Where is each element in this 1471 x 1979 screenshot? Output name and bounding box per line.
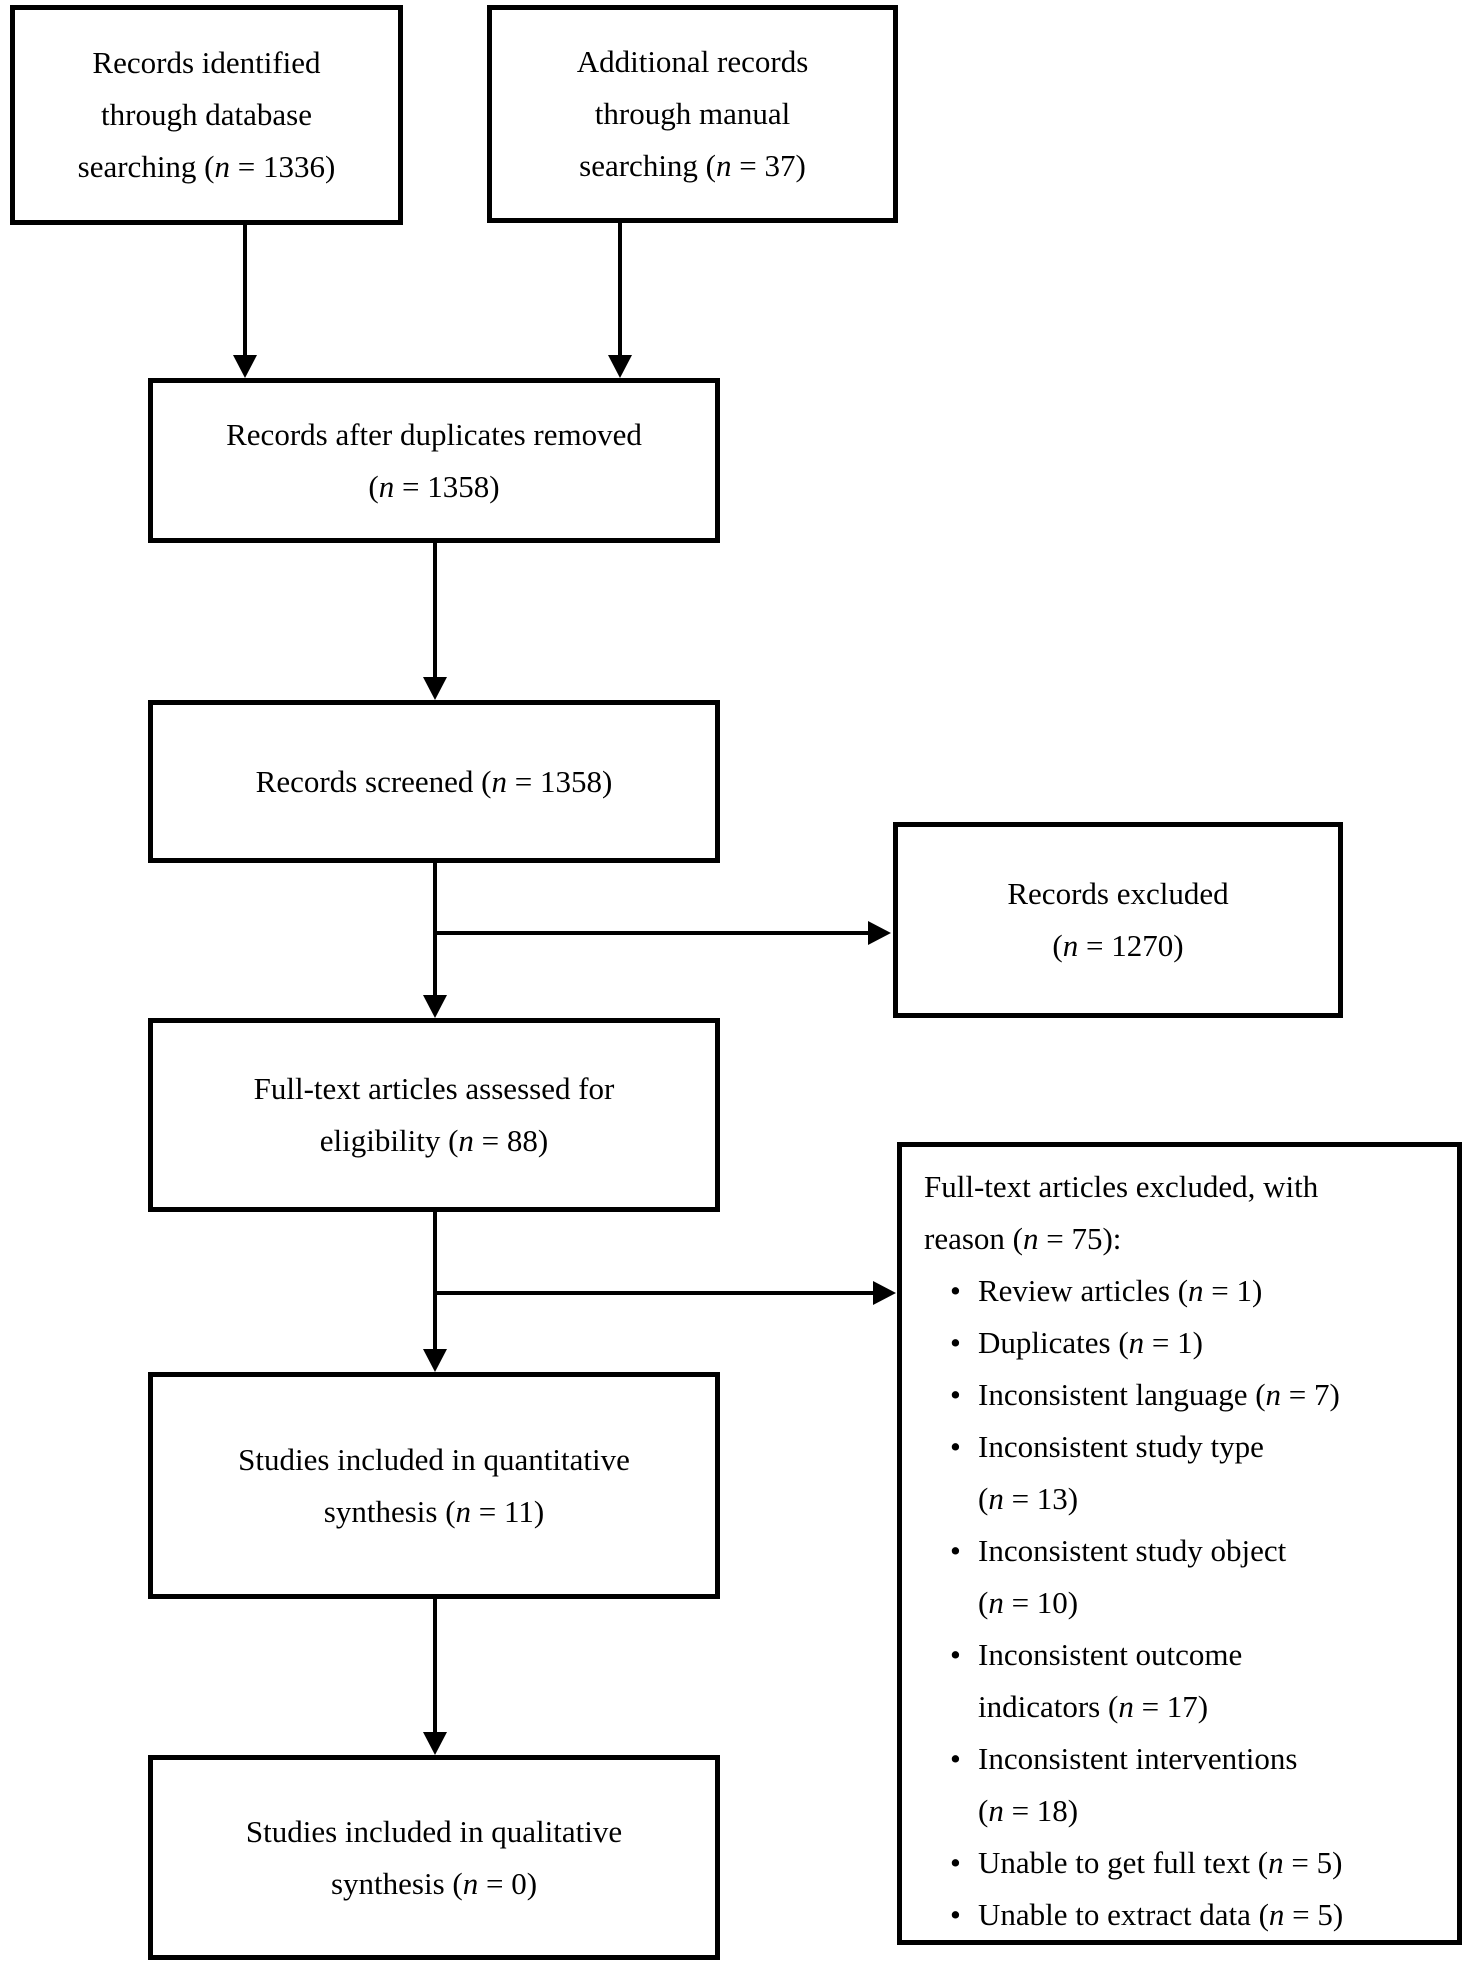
text-line: Full-text articles assessed for [253,1071,615,1106]
text-line: Records after duplicates removed [226,416,642,452]
flow-box-fulltext-excluded: Full-text articles excluded, with reason… [897,1142,1462,1945]
arrowhead-down [608,355,632,378]
flow-box-fulltext-assessed: Full-text articles assessed for eligibil… [148,1018,720,1212]
arrowhead-down [423,1349,447,1372]
flow-box-records-screened: Records screened (n = 1358) [148,700,720,863]
text-line: Records identified [92,45,321,80]
text-line: Records screened (n = 1358) [255,763,613,799]
text-line: Studies included in qualitative [245,1813,623,1849]
text-line: Inconsistent study type [978,1429,1264,1464]
connector-duplicates-to-screened [433,543,437,679]
text-line: Additional records [576,44,809,79]
text-line: Review articles (n = 1) [978,1273,1263,1308]
connector-screened-to-fulltext [433,863,437,997]
text-line: reason (n = 75): [924,1221,1122,1256]
text-line: Studies included in quantitative [238,1441,630,1477]
flow-box-records-excluded: Records excluded (n = 1270) [893,822,1343,1018]
text-line: Inconsistent interventions [978,1741,1298,1776]
connector-fulltext-to-quantitative [433,1212,437,1351]
text-line: (n = 18) [978,1793,1079,1828]
list-item: Inconsistent outcome indicators (n = 17) [924,1629,1343,1733]
arrowhead-right [873,1281,896,1305]
text-line: Inconsistent language (n = 7) [978,1377,1340,1412]
text-line: Unable to get full text (n = 5) [978,1845,1343,1880]
text-line: indicators (n = 17) [978,1689,1209,1724]
text-line: Duplicates (n = 1) [978,1325,1203,1360]
text-line: eligibility (n = 88) [319,1123,549,1158]
connector-fulltext-to-excluded [433,1291,875,1295]
list-item: Inconsistent language (n = 7) [924,1369,1343,1421]
flow-box-qualitative-synthesis: Studies included in qualitative synthesi… [148,1755,720,1960]
exclusion-reason-list: Review articles (n = 1) Duplicates (n = … [924,1265,1343,1941]
list-item: Duplicates (n = 1) [924,1317,1343,1369]
connector-screened-to-excluded [433,931,870,935]
arrowhead-right [868,921,891,945]
text-line: Full-text articles excluded, with [924,1169,1319,1204]
list-item: Review articles (n = 1) [924,1265,1343,1317]
text-line: (n = 1270) [1052,928,1184,963]
list-item: Unable to get full text (n = 5) [924,1837,1343,1889]
list-item: Inconsistent study type (n = 13) [924,1421,1343,1525]
text-line: Unable to extract data (n = 5) [978,1897,1344,1932]
arrowhead-down [423,995,447,1018]
text-line: (n = 13) [978,1481,1079,1516]
flow-box-quantitative-synthesis: Studies included in quantitative synthes… [148,1372,720,1599]
connector-additional-to-duplicates [618,223,622,357]
flow-box-additional-records: Additional records through manual search… [487,5,898,223]
text-line: through manual [594,96,791,131]
list-item: Inconsistent study object (n = 10) [924,1525,1343,1629]
text-line: synthesis (n = 0) [330,1865,538,1901]
flow-box-duplicates-removed: Records after duplicates removed (n = 13… [148,378,720,543]
connector-quantitative-to-qualitative [433,1599,437,1734]
text-line: through database [101,97,312,132]
text-line: synthesis (n = 11) [323,1493,545,1529]
text-line: searching (n = 37) [579,148,806,183]
text-line: (n = 10) [978,1585,1079,1620]
arrowhead-down [233,355,257,378]
text-line: (n = 1358) [368,468,500,504]
text-line: Records excluded [1007,876,1229,911]
arrowhead-down [423,677,447,700]
connector-identified-to-duplicates [243,225,247,357]
text-line: Inconsistent study object [978,1533,1287,1568]
exclusion-title: Full-text articles excluded, with reason… [924,1161,1318,1265]
text-line: searching (n = 1336) [77,149,336,184]
flow-box-records-identified: Records identified through database sear… [10,5,403,225]
list-item: Inconsistent interventions (n = 18) [924,1733,1343,1837]
list-item: Unable to extract data (n = 5) [924,1889,1343,1941]
arrowhead-down [423,1732,447,1755]
text-line: Inconsistent outcome [978,1637,1243,1672]
